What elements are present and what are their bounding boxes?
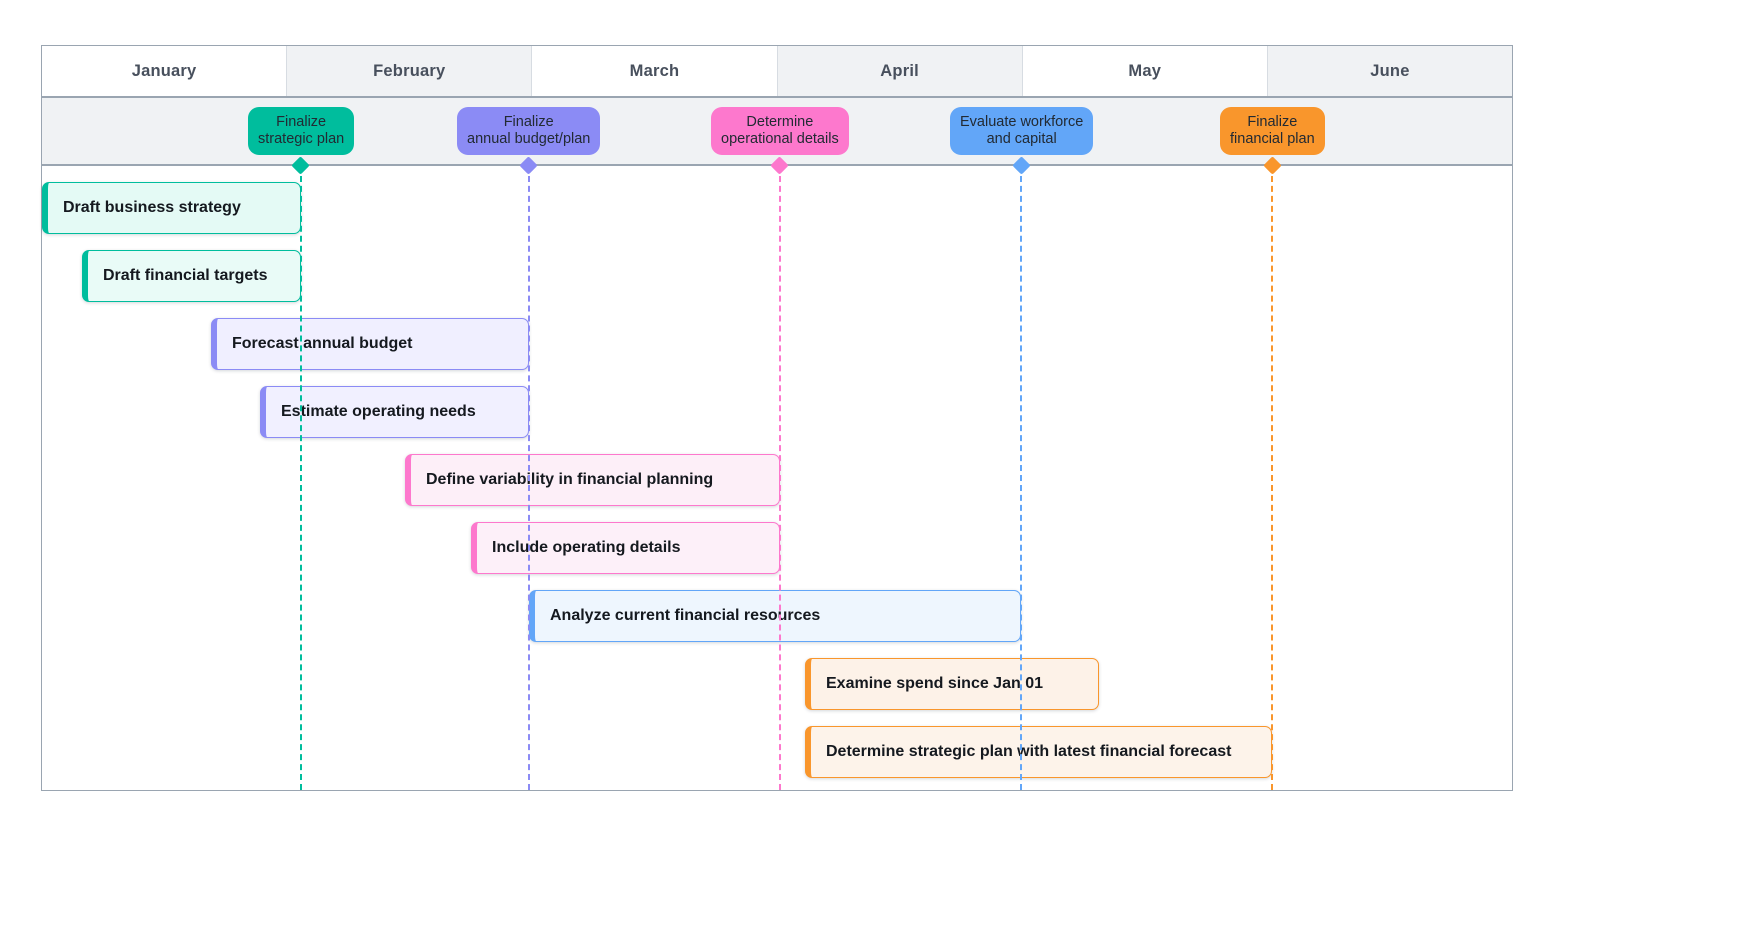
- month-column-header: January: [42, 46, 288, 96]
- task-bar-label: Analyze current financial resources: [550, 607, 821, 624]
- task-bar[interactable]: Draft business strategy: [42, 182, 301, 234]
- milestone-label-line2: strategic plan: [258, 131, 345, 147]
- milestone-label-line1: Determine: [746, 114, 814, 130]
- month-column-header: June: [1267, 46, 1513, 96]
- task-bar-label: Estimate operating needs: [281, 403, 476, 420]
- milestone-label-line1: Finalize: [1247, 114, 1298, 130]
- milestone-label-line2: and capital: [986, 131, 1057, 147]
- month-column-header: March: [532, 46, 778, 96]
- task-bar[interactable]: Draft financial targets: [82, 250, 301, 302]
- task-bar[interactable]: Determine strategic plan with latest fin…: [805, 726, 1272, 778]
- milestone-label-line2: annual budget/plan: [467, 131, 591, 147]
- task-bar-label: Define variability in financial planning: [426, 471, 714, 488]
- milestone-guide-line: [300, 166, 302, 790]
- task-bar[interactable]: Examine spend since Jan 01: [805, 658, 1099, 710]
- task-bar[interactable]: Include operating details: [471, 522, 780, 574]
- month-column-header: April: [777, 46, 1023, 96]
- milestone-guide-line: [528, 166, 530, 790]
- milestone-label-line1: Evaluate workforce: [960, 114, 1084, 130]
- milestone-label-line1: Finalize: [503, 114, 554, 130]
- task-bar[interactable]: Analyze current financial resources: [529, 590, 1021, 642]
- milestone-label-line1: Finalize: [276, 114, 327, 130]
- task-bar-label: Draft financial targets: [103, 267, 268, 284]
- task-bar[interactable]: Define variability in financial planning: [405, 454, 780, 506]
- task-bar-label: Determine strategic plan with latest fin…: [826, 743, 1232, 760]
- milestone-guide-line: [779, 166, 781, 790]
- task-bar-label: Include operating details: [492, 539, 681, 556]
- task-bar-label: Draft business strategy: [63, 199, 241, 216]
- milestone-guide-line: [1020, 166, 1022, 790]
- month-column-header: May: [1022, 46, 1268, 96]
- milestone-label-line2: financial plan: [1230, 131, 1315, 147]
- task-bar-label: Forecast annual budget: [232, 335, 413, 352]
- milestone-guide-line: [1271, 166, 1273, 790]
- task-bar[interactable]: Estimate operating needs: [260, 386, 529, 438]
- milestone-label-line2: operational details: [721, 131, 839, 147]
- task-bar-label: Examine spend since Jan 01: [826, 675, 1043, 692]
- task-bar[interactable]: Forecast annual budget: [211, 318, 529, 370]
- month-column-header: February: [287, 46, 533, 96]
